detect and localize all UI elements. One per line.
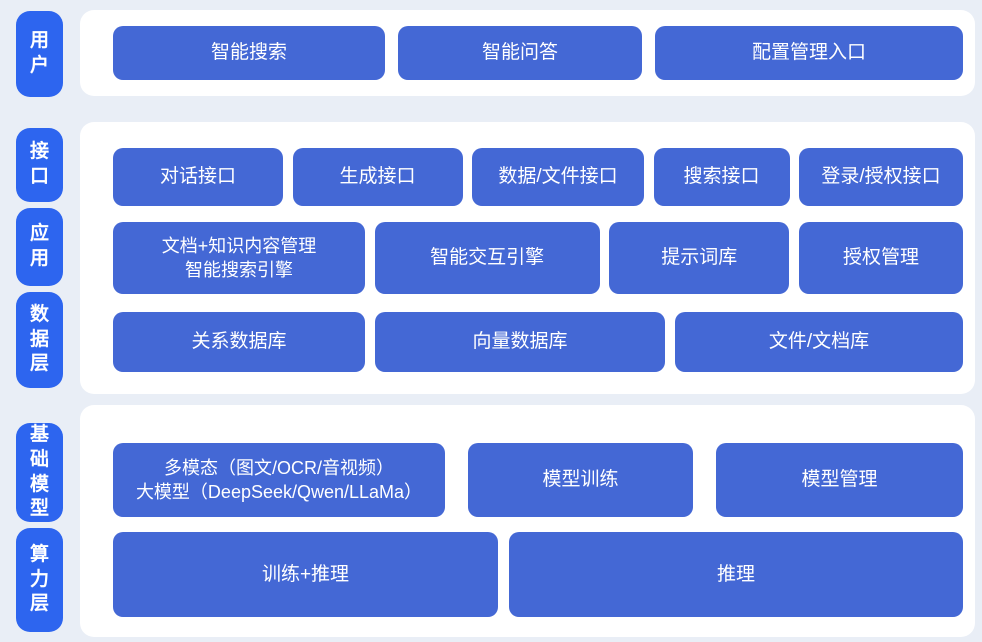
row-user-entries: 智能搜索 智能问答 配置管理入口 bbox=[113, 26, 963, 80]
box-prompt-library: 提示词库 bbox=[609, 222, 790, 294]
row-interfaces: 对话接口 生成接口 数据/文件接口 搜索接口 登录/授权接口 bbox=[113, 148, 963, 206]
panel-middle-layer: 对话接口 生成接口 数据/文件接口 搜索接口 登录/授权接口 文档+知识内容管理… bbox=[80, 122, 975, 394]
box-login-auth-api: 登录/授权接口 bbox=[799, 148, 963, 206]
side-label-user: 用户 bbox=[16, 11, 63, 97]
box-model-training: 模型训练 bbox=[468, 443, 693, 517]
box-doc-knowledge-search-engine: 文档+知识内容管理 智能搜索引擎 bbox=[113, 222, 365, 294]
side-label-interface: 接口 bbox=[16, 128, 63, 202]
box-smart-search: 智能搜索 bbox=[113, 26, 385, 80]
row-compute: 训练+推理 推理 bbox=[113, 532, 963, 617]
side-label-data-layer-text: 数据层 bbox=[29, 303, 49, 375]
box-authorization-management: 授权管理 bbox=[798, 222, 963, 294]
side-label-interface-text: 接口 bbox=[29, 141, 49, 187]
box-file-document-library: 文件/文档库 bbox=[675, 312, 963, 372]
box-inference: 推理 bbox=[509, 532, 963, 617]
box-multimodal-llm: 多模态（图文/OCR/音视频） 大模型（DeepSeek/Qwen/LLaMa） bbox=[113, 443, 445, 517]
box-config-management-entry: 配置管理入口 bbox=[655, 26, 963, 80]
row-data-stores: 关系数据库 向量数据库 文件/文档库 bbox=[113, 312, 963, 372]
row-applications: 文档+知识内容管理 智能搜索引擎 智能交互引擎 提示词库 授权管理 bbox=[113, 222, 963, 294]
box-data-file-api: 数据/文件接口 bbox=[472, 148, 644, 206]
side-label-compute-layer: 算力层 bbox=[16, 528, 63, 632]
side-label-data-layer: 数据层 bbox=[16, 292, 63, 388]
side-label-foundation-model-text: 基础模型 bbox=[29, 424, 49, 520]
side-label-foundation-model: 基础模型 bbox=[16, 423, 63, 522]
row-models: 多模态（图文/OCR/音视频） 大模型（DeepSeek/Qwen/LLaMa）… bbox=[113, 443, 963, 517]
box-relational-database: 关系数据库 bbox=[113, 312, 365, 372]
side-label-application: 应用 bbox=[16, 208, 63, 286]
box-dialog-api: 对话接口 bbox=[113, 148, 283, 206]
side-label-application-text: 应用 bbox=[29, 223, 49, 269]
panel-bottom-layer: 多模态（图文/OCR/音视频） 大模型（DeepSeek/Qwen/LLaMa）… bbox=[80, 405, 975, 637]
box-vector-database: 向量数据库 bbox=[375, 312, 665, 372]
box-smart-qa: 智能问答 bbox=[398, 26, 642, 80]
side-label-user-text: 用户 bbox=[29, 30, 49, 76]
side-label-compute-layer-text: 算力层 bbox=[29, 543, 49, 615]
box-model-management: 模型管理 bbox=[716, 443, 963, 517]
panel-user-layer: 智能搜索 智能问答 配置管理入口 bbox=[80, 10, 975, 96]
box-search-api: 搜索接口 bbox=[653, 148, 790, 206]
box-generation-api: 生成接口 bbox=[292, 148, 463, 206]
box-training-inference: 训练+推理 bbox=[113, 532, 498, 617]
box-intelligent-interaction-engine: 智能交互引擎 bbox=[374, 222, 600, 294]
